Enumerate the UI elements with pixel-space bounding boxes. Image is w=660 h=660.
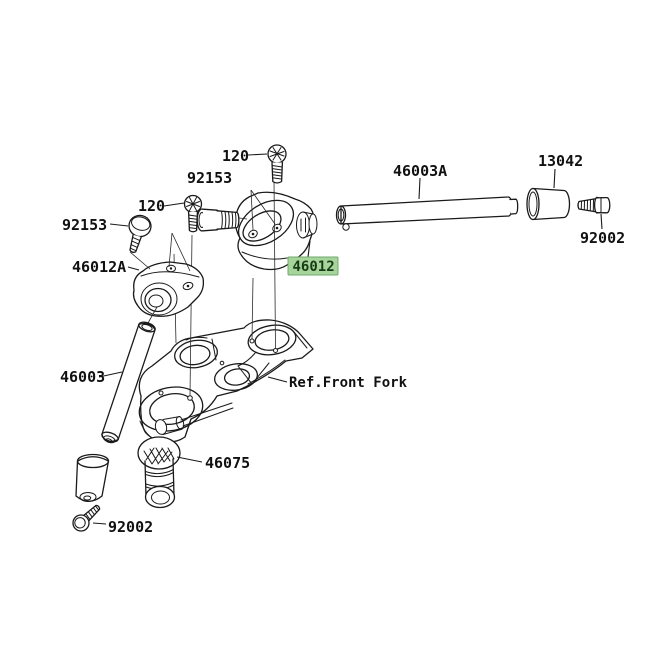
callout-46003[interactable]: 46003 — [60, 368, 105, 386]
part-label-92002-bottom[interactable]: 92002 — [108, 518, 153, 536]
bolt-92002-right-drawing — [577, 196, 611, 214]
front-fork-crown-drawing — [138, 319, 314, 443]
weight-13042-drawing — [526, 187, 571, 221]
callout-13042[interactable]: 13042 — [538, 152, 583, 170]
bolt-120-left-drawing — [183, 194, 203, 233]
callout-92153-upper[interactable]: 92153 — [187, 169, 232, 187]
screw-92153-upper-drawing — [196, 208, 240, 232]
handlebar-46003a-drawing — [335, 196, 519, 231]
callout-46012-highlighted[interactable]: 46012 — [287, 256, 339, 276]
bolt-120-top-drawing — [267, 144, 287, 184]
callout-120-top[interactable]: 120 — [222, 147, 249, 165]
screw-92153-left-drawing — [128, 214, 152, 253]
assembly-lines-left-top — [129, 232, 191, 324]
part-label-13042[interactable]: 13042 — [538, 152, 583, 170]
callout-92002-right[interactable]: 92002 — [580, 229, 625, 247]
callout-46075[interactable]: 46075 — [205, 454, 250, 472]
callout-ref-front-fork: Ref.Front Fork — [289, 375, 408, 391]
part-label-92153-left[interactable]: 92153 — [62, 216, 107, 234]
handlebar-46003-drawing — [101, 321, 156, 444]
reference-label-front-fork: Ref.Front Fork — [289, 375, 408, 391]
holder-46012a-drawing — [132, 261, 205, 317]
callout-120-left[interactable]: 120 — [138, 197, 165, 215]
part-label-120-top[interactable]: 120 — [222, 147, 249, 165]
part-label-46012[interactable]: 46012 — [293, 259, 335, 275]
part-label-46012a[interactable]: 46012A — [72, 258, 126, 276]
bolt-92002-left-drawing — [72, 504, 101, 532]
assembly-lines-right — [238, 179, 276, 350]
callout-92002-bottom[interactable]: 92002 — [108, 518, 153, 536]
callout-92153-left[interactable]: 92153 — [62, 216, 107, 234]
callout-46003a[interactable]: 46003A — [393, 162, 447, 180]
left-bar-end-weight-drawing — [75, 453, 110, 502]
part-label-120-left[interactable]: 120 — [138, 197, 165, 215]
part-label-92002-right[interactable]: 92002 — [580, 229, 625, 247]
part-label-46075[interactable]: 46075 — [205, 454, 250, 472]
part-label-92153-upper[interactable]: 92153 — [187, 169, 232, 187]
part-label-46003a[interactable]: 46003A — [393, 162, 447, 180]
callout-leaders — [92, 153, 603, 525]
part-label-46003[interactable]: 46003 — [60, 368, 105, 386]
callout-46012a[interactable]: 46012A — [72, 258, 126, 276]
highlight-box-46012[interactable] — [287, 256, 339, 276]
grip-46075-drawing — [137, 436, 181, 509]
